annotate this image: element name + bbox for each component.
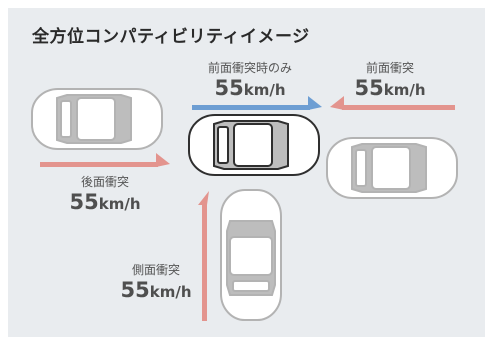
side-label: 側面衝突 55km/h	[106, 263, 206, 302]
front-speed: 55km/h	[354, 75, 426, 100]
side-name: 側面衝突	[131, 263, 180, 277]
front-only-speed: 55km/h	[214, 75, 286, 100]
rear-arrow	[40, 153, 170, 167]
front-label: 前面衝突 55km/h	[340, 61, 440, 100]
bottom-car	[220, 189, 282, 321]
side-arrow	[198, 191, 209, 321]
front-arrow	[330, 96, 455, 110]
right-car	[326, 137, 458, 199]
front-only-name: 前面衝突時のみ	[207, 61, 292, 75]
rear-label: 後面衝突 55km/h	[55, 175, 155, 214]
front-name: 前面衝突	[365, 61, 414, 75]
front-only-label: 前面衝突時のみ 55km/h	[195, 61, 305, 100]
page-title: 全方位コンパティビリティイメージ	[32, 27, 310, 47]
rear-name: 後面衝突	[80, 175, 129, 189]
left-car	[31, 88, 163, 150]
side-speed: 55km/h	[120, 277, 192, 302]
center-car	[188, 114, 320, 176]
front-only-arrow	[192, 96, 322, 110]
rear-speed: 55km/h	[69, 189, 141, 214]
